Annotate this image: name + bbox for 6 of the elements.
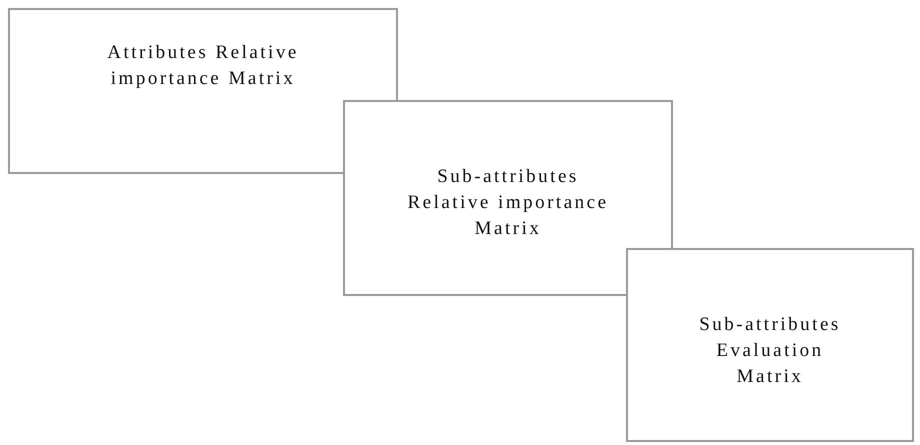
matrix-box [8, 8, 398, 174]
box-title: Sub-attributes Relative importance Matrix [406, 165, 610, 241]
matrix-box [626, 248, 914, 442]
box-title: Sub-attributes Evaluation Matrix [698, 313, 842, 389]
matrix-box [343, 100, 673, 296]
box-title: Attributes Relative importance Matrix [106, 41, 300, 91]
